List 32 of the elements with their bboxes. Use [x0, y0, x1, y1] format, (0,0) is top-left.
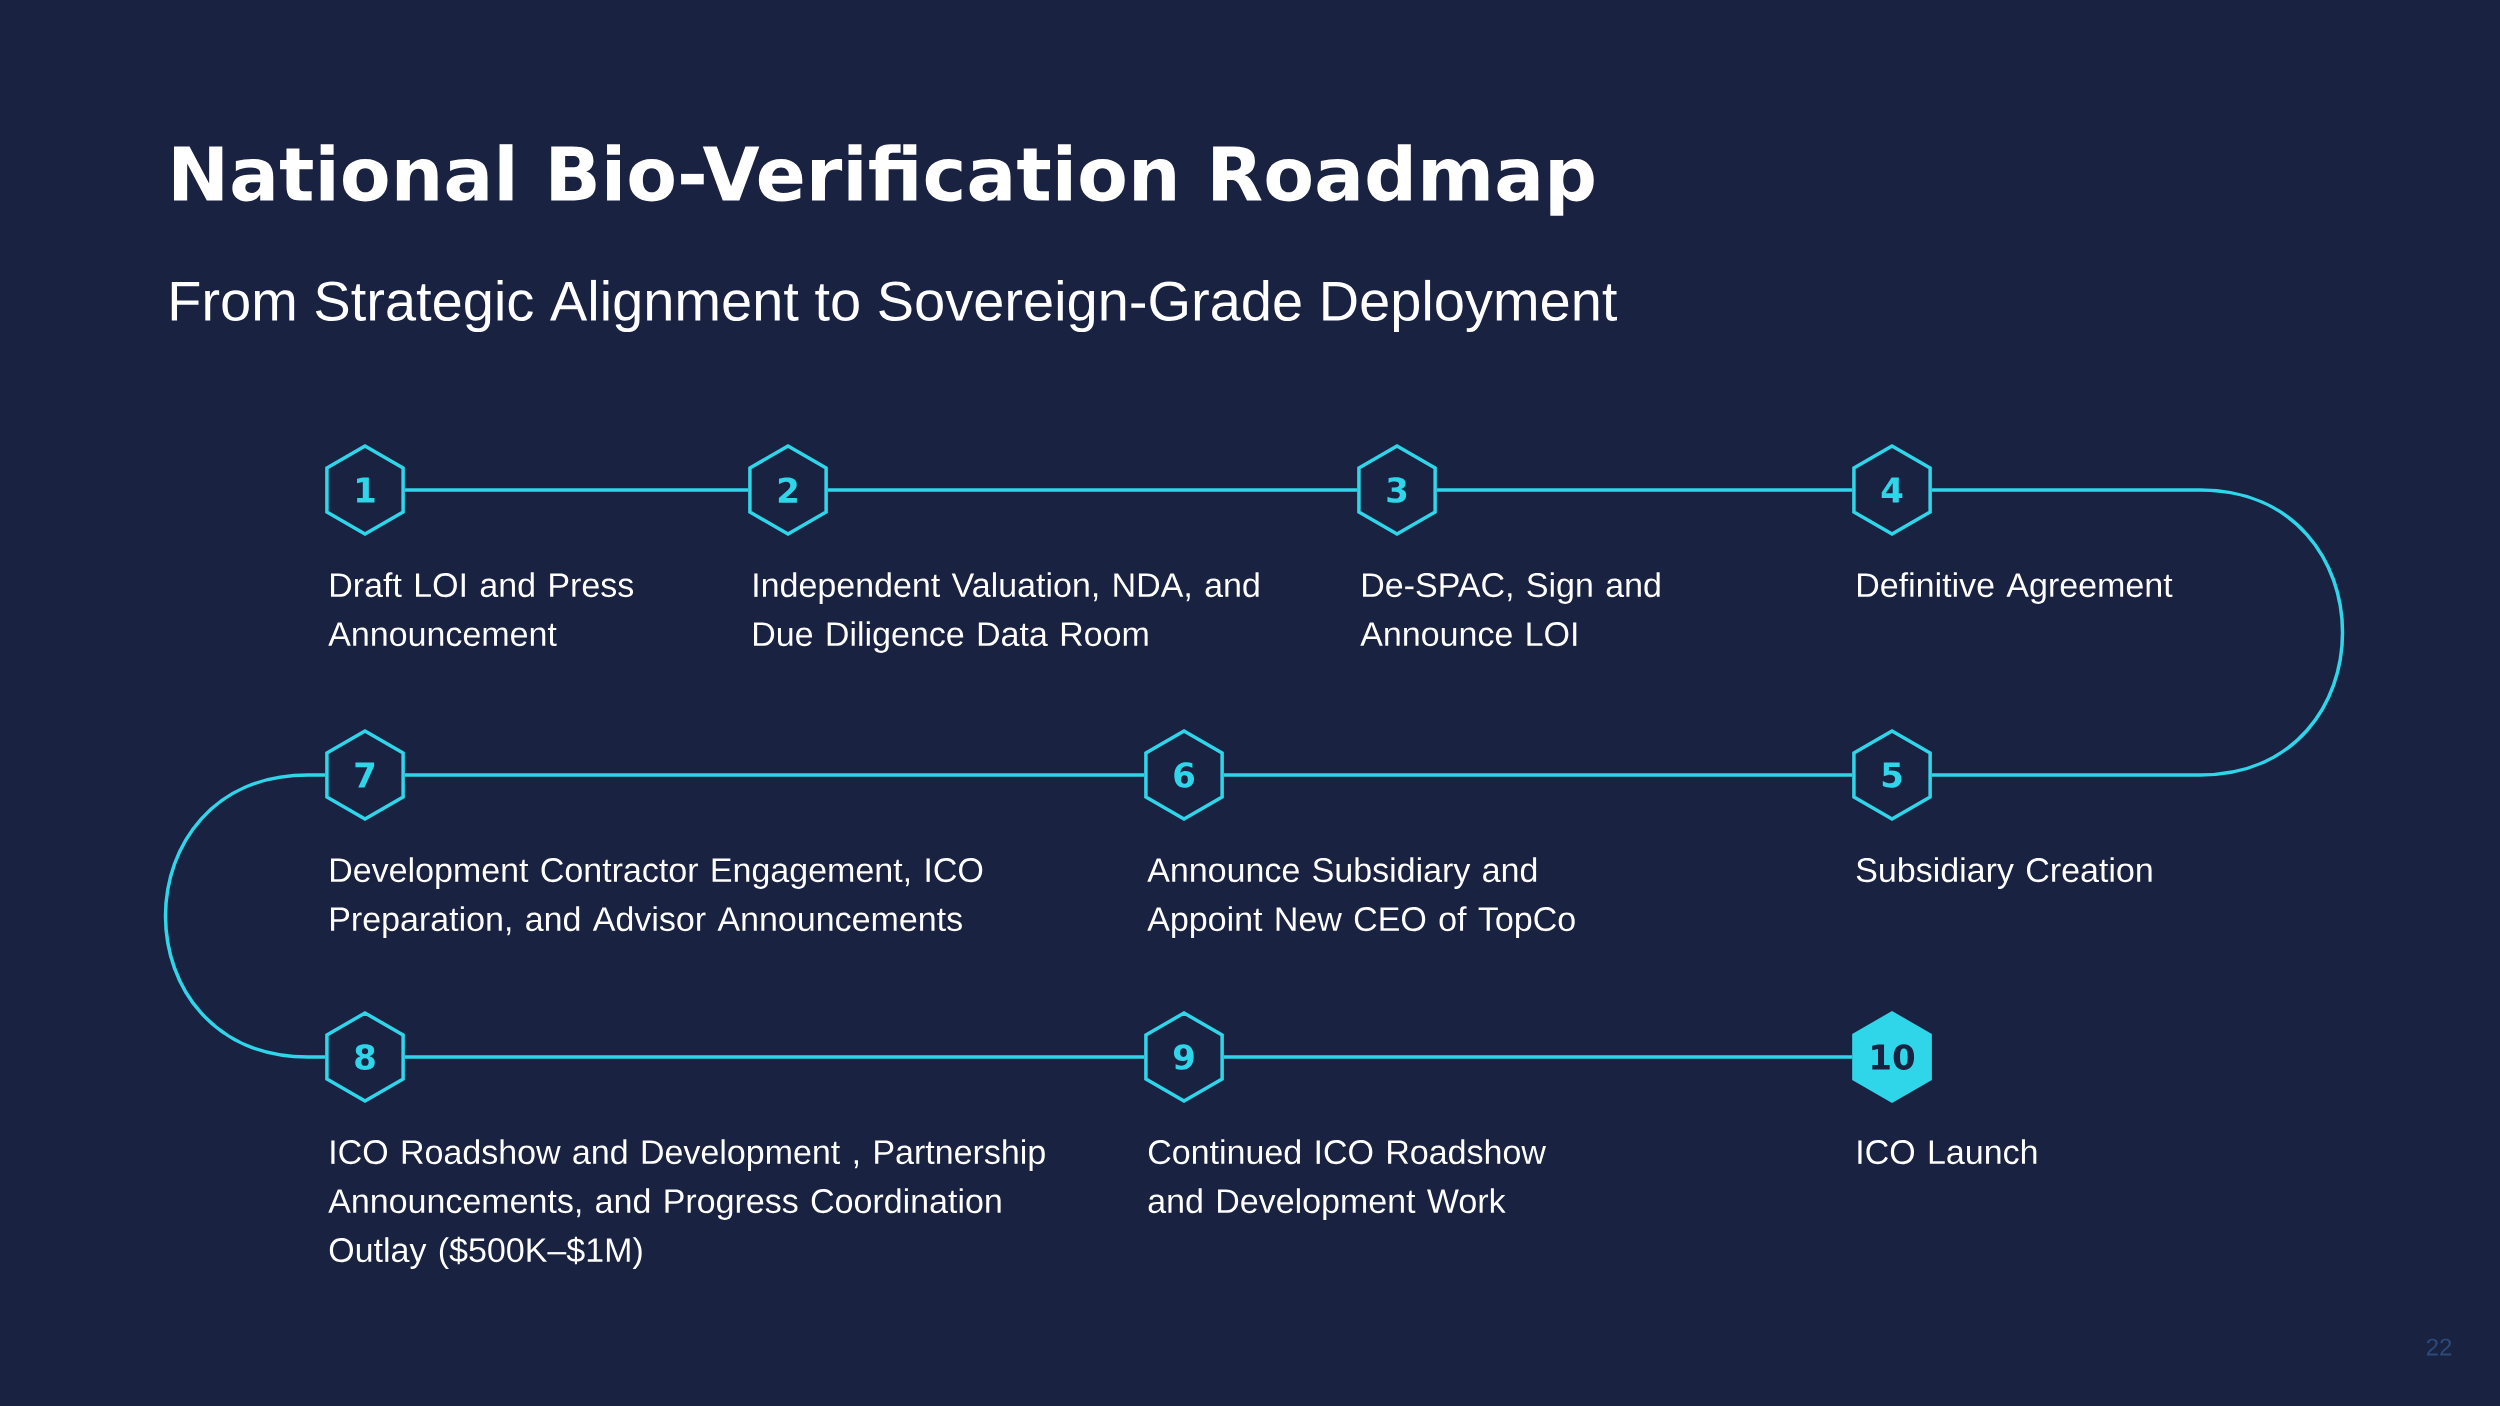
title: National Bio-Verification Roadmap: [174, 144, 1594, 216]
step-description: Subsidiary Creation: [1856, 857, 2152, 889]
subtitle: From Strategic Alignment to Sovereign-Grade Deployment: [171, 279, 1617, 333]
step-description: De-SPAC, Sign and Announce LOI: [1360, 572, 1660, 647]
connector-line: [164, 773, 326, 1059]
step-hexagon: 3: [1357, 444, 1437, 537]
connector-line: [404, 1055, 1145, 1059]
step-hexagon: 6: [1144, 729, 1224, 822]
step-description: Continued ICO Roadshow and Development Work: [1148, 1139, 1546, 1220]
connector-line: [827, 488, 1358, 492]
step-hexagon: 4: [1852, 444, 1932, 537]
connector-line: [1223, 773, 1853, 777]
connector-line: [404, 488, 749, 492]
connector-line: [1931, 488, 2344, 777]
step-description: ICO Roadshow and Development , Partnership Announcements, and Progress Coordination Outlay ($500K–$1M): [328, 1139, 1045, 1269]
connector-line: [404, 773, 1145, 777]
step-description: Definitive Agreement: [1858, 572, 2173, 604]
page-number: 22: [2426, 1338, 2452, 1356]
step-description: Draft LOI and Press Announcement: [328, 572, 634, 647]
step-description: ICO Launch: [1858, 1139, 2037, 1165]
connector-line: [1436, 488, 1853, 492]
step-hexagon: 5: [1852, 729, 1932, 822]
step-hexagon: 8: [325, 1011, 405, 1104]
step-hexagon: 7: [325, 729, 405, 822]
step-hexagon: 2: [748, 444, 828, 537]
step-description: Announce Subsidiary and Appoint New CEO of TopCo: [1147, 857, 1575, 938]
step-hexagon: 1: [325, 444, 405, 537]
step-hexagon: 10: [1852, 1011, 1932, 1104]
step-description: Development Contractor Engagement, ICO Preparation, and Advisor Announcements: [331, 857, 983, 938]
step-hexagon: 9: [1144, 1011, 1224, 1104]
connector-line: [1223, 1055, 1853, 1059]
step-description: Independent Valuation, NDA, and Due Diligence Data Room: [754, 572, 1259, 653]
